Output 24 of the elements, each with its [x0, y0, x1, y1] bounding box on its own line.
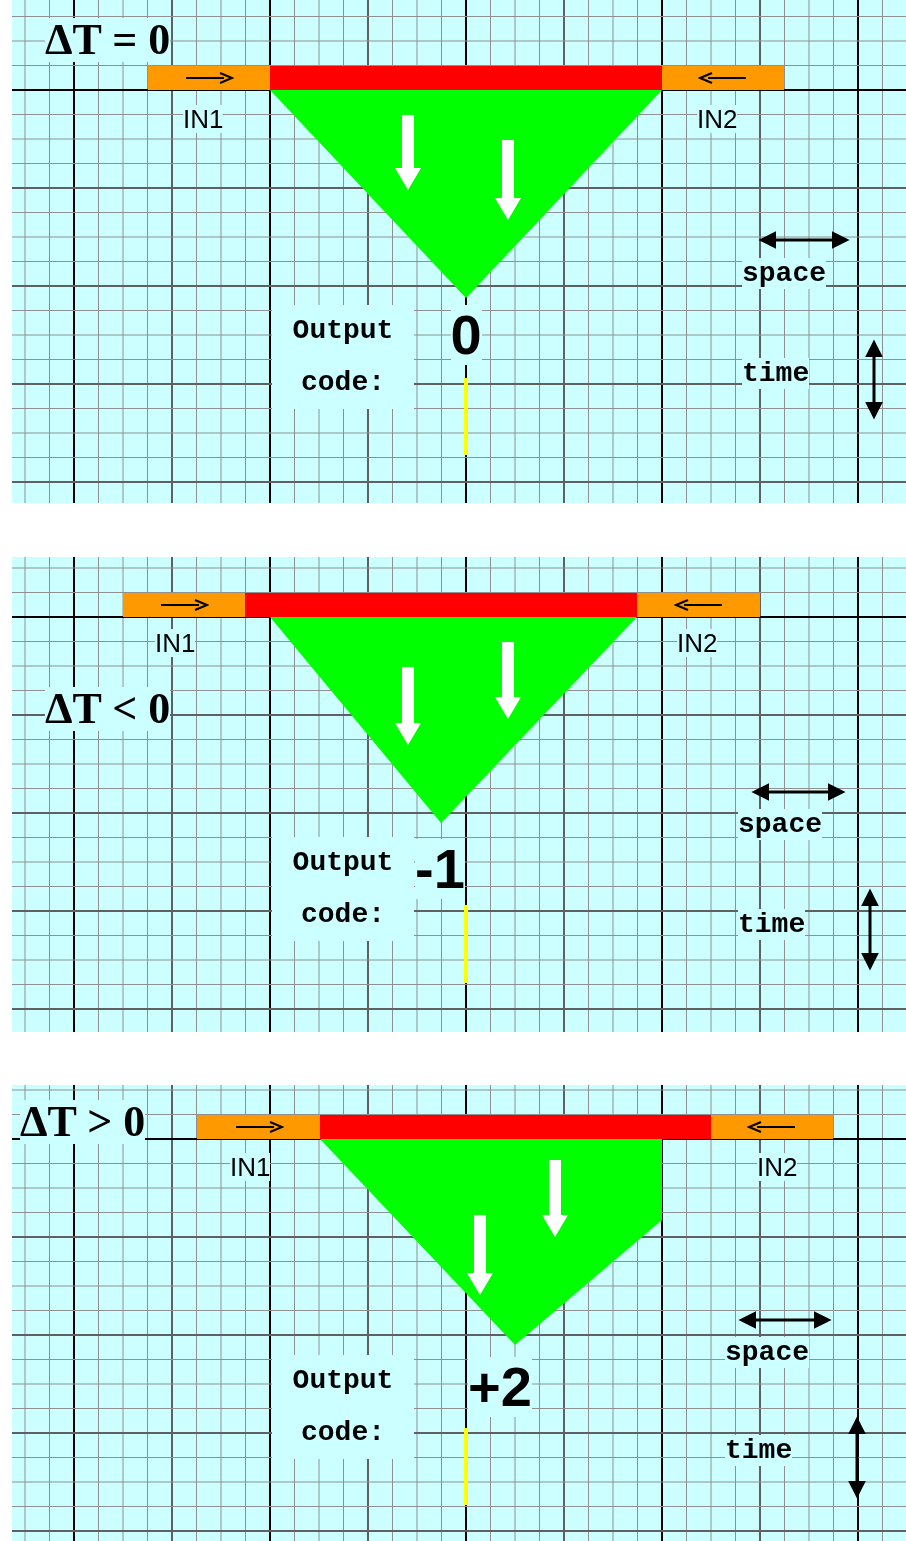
axis-label: space: [725, 1337, 809, 1368]
input-label: IN1: [230, 1153, 271, 1181]
axis-label: time: [738, 909, 806, 940]
output-code-value: +2: [468, 1357, 532, 1417]
axis-label: space: [742, 258, 826, 289]
panel-heading: ΔT = 0: [45, 18, 171, 62]
output-code-label: Output code:: [272, 1355, 414, 1459]
axis-label: space: [738, 809, 822, 840]
input-label: IN1: [183, 105, 224, 133]
grid-panel: [12, 1085, 906, 1541]
input-label: IN2: [677, 629, 718, 657]
input-label: IN1: [155, 629, 196, 657]
axis-label: time: [725, 1435, 793, 1466]
output-code-value: 0: [450, 305, 482, 365]
output-code-label: Output code:: [272, 837, 414, 941]
input-label: IN2: [697, 105, 738, 133]
axis-label: time: [742, 358, 810, 389]
panel-heading: ΔT > 0: [20, 1100, 146, 1144]
output-code-label: Output code:: [272, 305, 414, 409]
grid-panel: [12, 557, 906, 1032]
output-code-value: -1: [415, 839, 465, 899]
input-label: IN2: [757, 1153, 798, 1181]
panel-heading: ΔT < 0: [45, 687, 171, 731]
grid-panel: [12, 0, 906, 503]
